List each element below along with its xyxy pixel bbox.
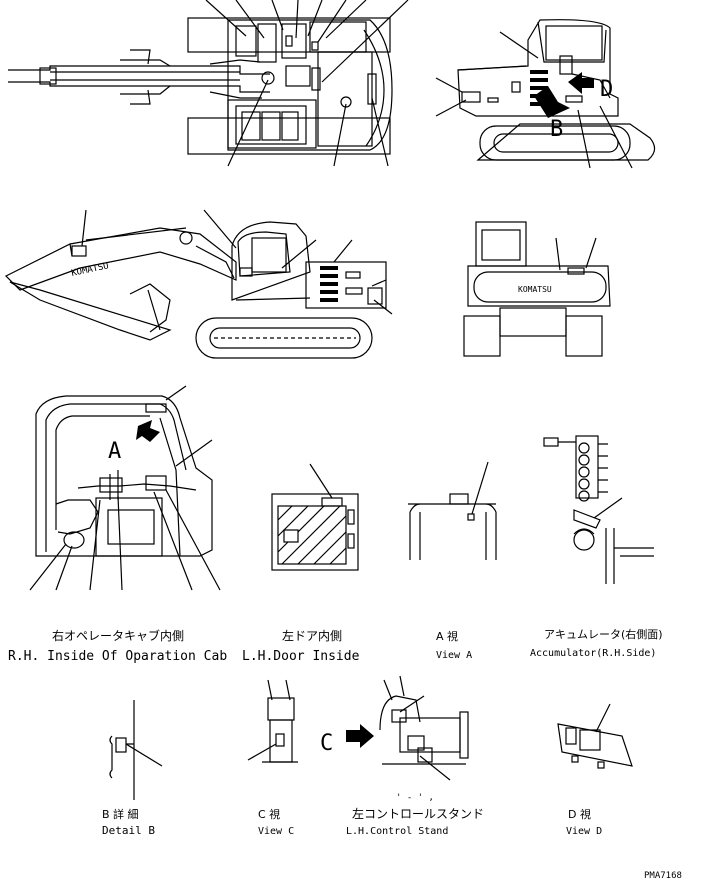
- rh-cab-inside-view: A 右オペレータキャブ内側 R.H. Inside Of Oparation C…: [8, 385, 227, 664]
- figure-code: PMA7168: [644, 871, 682, 881]
- callout-b: B: [550, 117, 563, 142]
- faint-marks: ' - ' ,: [396, 793, 434, 803]
- side-view-lh: KOMATSU: [4, 209, 393, 359]
- valve-stack: [578, 442, 590, 502]
- lh-control-title-en: L.H.Control Stand: [346, 826, 448, 837]
- view-d: D 視 View D: [557, 703, 633, 837]
- view-a-title-jp: A 視: [436, 629, 458, 643]
- callout-a: A: [108, 439, 121, 464]
- view-c-title-en: View C: [258, 826, 294, 837]
- view-a-title-en: View A: [436, 650, 472, 661]
- rh-cab-title-jp: 右オペレータキャブ内側: [52, 628, 184, 643]
- lh-door-title-en: L.H.Door Inside: [242, 649, 360, 664]
- rear-brand-text: KOMATSU: [518, 285, 552, 294]
- accumulator-view: アキュムレータ(右側面) Accumulator(R.H.Side): [530, 435, 663, 659]
- lh-control-stand-view: C 左コントロールスタンド L.H.Control Stand ' - ' ,: [320, 675, 484, 837]
- detail-b-title-en: Detail B: [102, 824, 155, 837]
- view-a: A 視 View A: [408, 461, 497, 661]
- lh-door-inside-view: 左ドア内側 L.H.Door Inside: [242, 463, 360, 664]
- detail-b: B 詳 細 Detail B: [102, 700, 163, 837]
- side-view-rh: B D: [435, 19, 656, 169]
- view-c: C 視 View C: [247, 679, 298, 837]
- accumulator-title-en: Accumulator(R.H.Side): [530, 648, 656, 659]
- boom-brand-text: KOMATSU: [71, 261, 110, 279]
- top-plan-view: [8, 0, 409, 167]
- detail-b-title-jp: B 詳 細: [102, 807, 139, 821]
- view-d-title-jp: D 視: [568, 807, 591, 821]
- view-c-title-jp: C 視: [258, 807, 280, 821]
- callout-d: D: [600, 77, 613, 102]
- lh-control-title-jp: 左コントロールスタンド: [352, 806, 484, 821]
- rear-view: KOMATSU: [463, 221, 611, 357]
- accumulator-title-jp: アキュムレータ(右側面): [544, 627, 663, 641]
- lh-door-title-jp: 左ドア内側: [282, 628, 342, 643]
- rh-cab-title-en: R.H. Inside Of Oparation Cab: [8, 649, 227, 664]
- view-d-title-en: View D: [566, 826, 602, 837]
- callout-c: C: [320, 731, 333, 756]
